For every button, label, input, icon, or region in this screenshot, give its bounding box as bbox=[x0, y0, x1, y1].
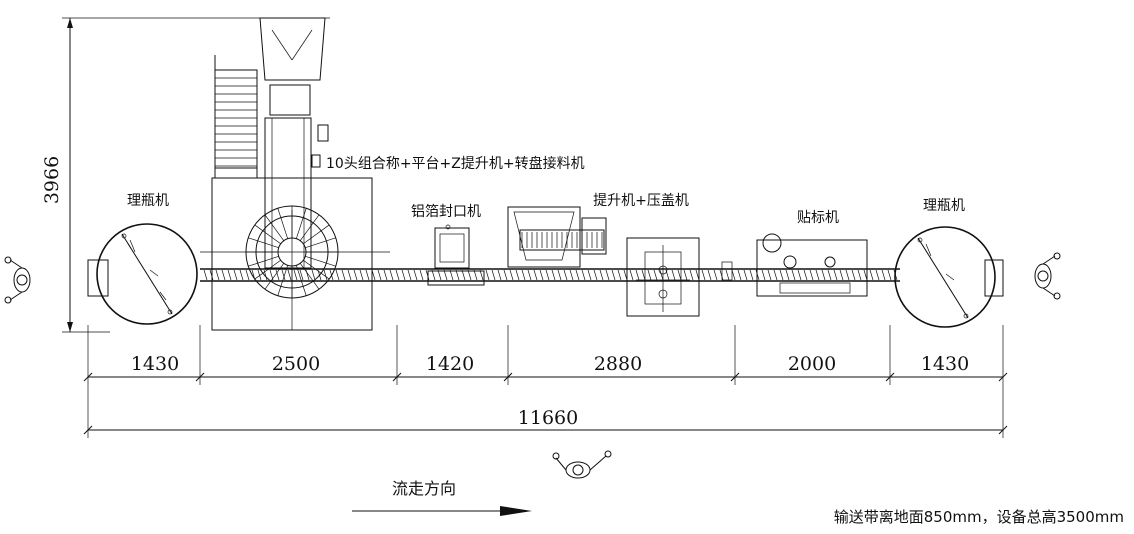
labeler-label: 贴标机 bbox=[797, 210, 839, 226]
left-unscrambler: 理瓶机 bbox=[87, 193, 198, 325]
operator-icon bbox=[1034, 252, 1061, 300]
sealer-station: 铝箔封口机 bbox=[411, 204, 485, 286]
dim-seg6: 1430 bbox=[921, 353, 969, 375]
filler-station: 10头组合称+平台+Z提升机+转盘接料机 bbox=[200, 17, 585, 331]
main-conveyor bbox=[200, 268, 900, 282]
labeler-station: 贴标机 bbox=[721, 210, 868, 297]
dim-seg4: 2880 bbox=[594, 353, 642, 375]
sealer-label: 铝箔封口机 bbox=[411, 204, 481, 220]
dimension-chain bbox=[83, 325, 1008, 438]
dim-seg3: 1420 bbox=[426, 353, 474, 375]
filler-label: 10头组合称+平台+Z提升机+转盘接料机 bbox=[326, 155, 585, 172]
right-unscrambler: 理瓶机 bbox=[894, 198, 1004, 328]
dim-total: 11660 bbox=[518, 407, 578, 429]
flow-direction-label: 流走方向 bbox=[392, 479, 456, 498]
height-dimension: 3966 bbox=[41, 17, 330, 333]
right-unscrambler-label: 理瓶机 bbox=[923, 198, 965, 214]
capper-station: 提升机+压盖机 bbox=[507, 193, 700, 317]
dim-seg2: 2500 bbox=[272, 353, 320, 375]
left-unscrambler-label: 理瓶机 bbox=[127, 193, 169, 209]
operator-icon bbox=[552, 450, 612, 479]
dim-seg1: 1430 bbox=[131, 353, 179, 375]
install-note: 输送带离地面850mm，设备总高3500mm bbox=[834, 508, 1124, 526]
height-dimension-label: 3966 bbox=[41, 156, 63, 204]
capper-label: 提升机+压盖机 bbox=[593, 193, 689, 209]
flow-arrow-icon bbox=[352, 506, 532, 516]
operator-icon bbox=[4, 256, 31, 304]
dim-seg5: 2000 bbox=[788, 353, 836, 375]
